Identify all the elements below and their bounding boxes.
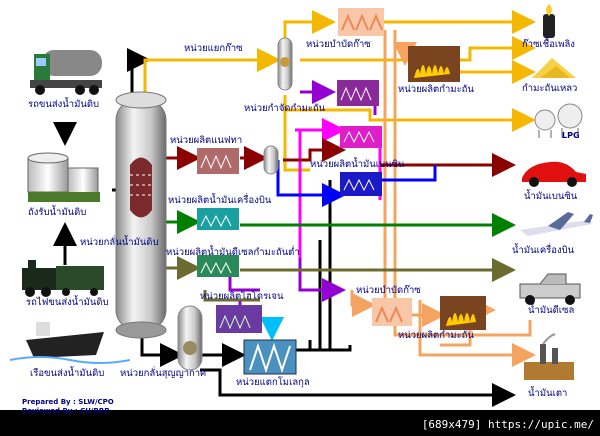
sulfur-plant-box-bottom	[440, 296, 486, 330]
gas-treating-box-top	[338, 8, 384, 36]
label-vacuum-distillation: หน่วยกลั่นสุญญากาศ	[120, 368, 207, 379]
lpg-sphere-icon	[534, 103, 583, 138]
hydrogen-line	[260, 317, 284, 341]
label-sulfur-removal: หน่วยกำจัดกำมะถัน	[244, 103, 326, 114]
label-gas-separation: หน่วยแยกก๊าซ	[184, 43, 243, 54]
gas-separator-vessel	[277, 37, 293, 91]
gasoline-box-upper	[340, 126, 382, 148]
cracking-box	[243, 339, 297, 375]
label-lpg: LPG	[562, 131, 580, 140]
label-fuel-gas: ก๊าซเชื้อเพลิง	[522, 39, 575, 50]
label-crude-distillation: หน่วยกลั่นน้ำมันดิบ	[80, 237, 159, 248]
label-storage-tank: ถังรับน้ำมันดิบ	[28, 207, 87, 218]
label-gas-treating-bottom: หน่วยบำบัดก๊าซ	[356, 285, 421, 296]
diesel-box	[197, 255, 239, 277]
label-gas-treating-top: หน่วยบำบัดก๊าซ	[306, 39, 371, 50]
sulfur-removal-box	[337, 80, 379, 106]
crude-distillation-column	[115, 91, 167, 339]
fuel-gas-icon	[543, 4, 555, 38]
diesel-line	[165, 256, 516, 302]
jet-fuel-line	[165, 210, 516, 237]
label-low-sulfur-diesel: หน่วยผลิตน้ำมันดีเซลกำมะถันต่ำ	[166, 247, 300, 258]
label-tanker-truck: รถขนส่งน้ำมันดิบ	[28, 99, 100, 110]
label-jet-fuel-product: น้ำมันเครื่องบิน	[512, 245, 575, 256]
tanker-truck-icon	[30, 50, 102, 95]
label-train: รถไฟขนส่งน้ำมันดิบ	[26, 297, 109, 308]
storage-tank-icon	[27, 152, 100, 202]
factory-icon	[524, 333, 574, 380]
label-sulfur-plant-bottom: หน่วยผลิตกำมะถัน	[398, 330, 474, 341]
label-hydrogen: หน่วยผลิตไฮโดรเจน	[200, 291, 284, 302]
gas-treating-box-bottom	[372, 298, 412, 326]
label-cracking: หน่วยแตกโมเลกุล	[236, 377, 310, 388]
gasoline-box-lower	[340, 172, 382, 196]
label-jet-fuel: หน่วยผลิตน้ำมันเครื่องบิน	[168, 195, 272, 206]
sports-car-icon	[522, 161, 586, 187]
naphtha-box	[197, 148, 239, 174]
reformer-line	[276, 160, 437, 207]
sulfur-plant-box-top	[408, 46, 460, 82]
hydrogen-box	[216, 305, 262, 333]
airplane-icon	[520, 212, 593, 236]
label-gasoline-product: น้ำมันเบนซิน	[524, 191, 578, 202]
liquid-sulfur-icon	[532, 58, 576, 78]
label-sulfur-plant-top: หน่วยผลิตกำมะถัน	[398, 84, 474, 95]
naphtha-line	[165, 138, 516, 177]
ship-icon	[9, 322, 131, 364]
prepared-by: Prepared By : SLW/CPO	[22, 398, 114, 406]
vacuum-distillation-column	[177, 305, 203, 371]
jet-fuel-box	[197, 208, 239, 230]
reviewed-by: Reviewed By : CU/RRP	[22, 407, 110, 415]
label-gasoline: หน่วยผลิตน้ำมันเบนซิน	[310, 159, 405, 170]
label-ship: เรือขนส่งน้ำมันดิบ	[30, 368, 105, 379]
label-diesel-product: น้ำมันดีเซล	[528, 305, 575, 316]
pickup-truck-icon	[519, 273, 581, 305]
label-naphtha: หน่วยผลิตแนฟทา	[170, 135, 243, 146]
footer-watermark[interactable]: [689x479] https://upic.me/	[421, 418, 594, 431]
label-fuel-oil-product: น้ำมันเตา	[528, 388, 568, 399]
label-liquid-sulfur: กำมะถันเหลว	[522, 83, 578, 94]
naphtha-splitter-vessel	[263, 145, 279, 175]
credits: Prepared By : SLW/CPO Reviewed By : CU/R…	[22, 398, 114, 416]
train-icon	[22, 260, 104, 297]
